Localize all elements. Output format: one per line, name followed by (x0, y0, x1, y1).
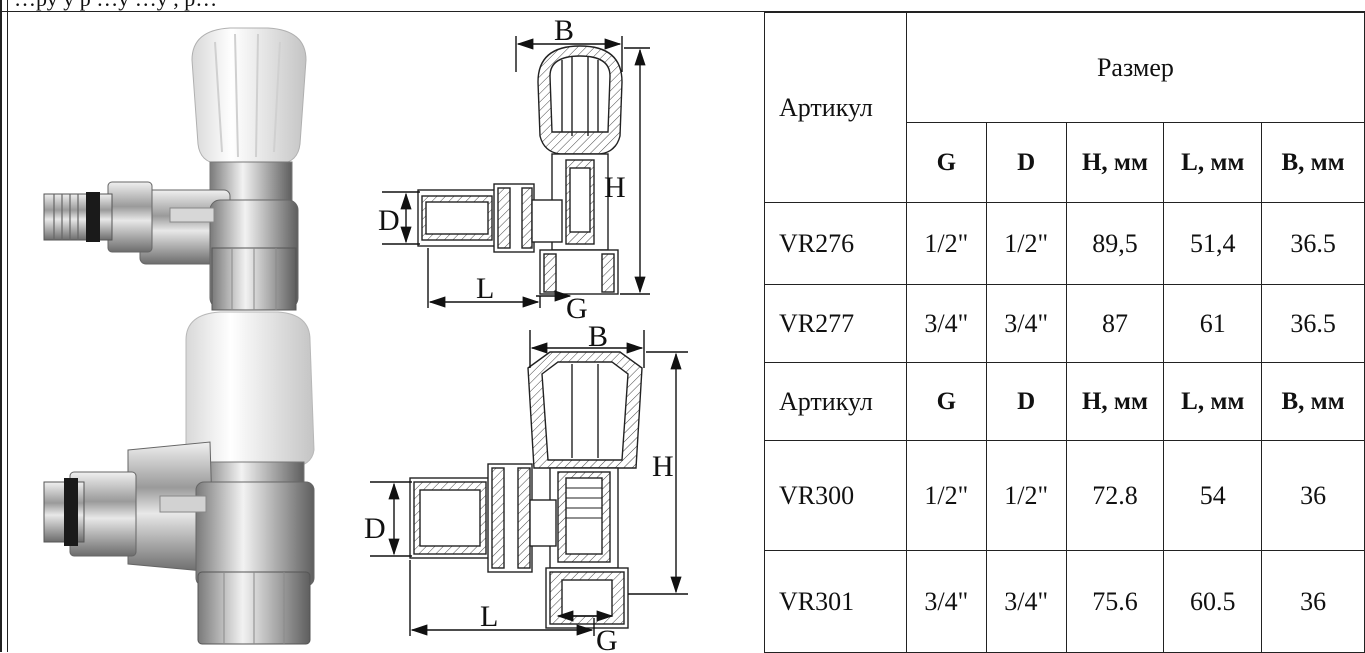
h-cell: 89,5 (1065, 202, 1165, 285)
b-cell: 36.5 (1261, 284, 1365, 363)
d-cell: 3/4" (985, 284, 1067, 363)
h-cell: 87 (1065, 284, 1165, 363)
specs-table: Артикул Размер G D H, мм L, мм B, мм VR2… (764, 12, 1365, 653)
l-cell: 51,4 (1163, 202, 1263, 285)
col-header-h: H, мм (1065, 122, 1165, 203)
l-cell: 60.5 (1163, 550, 1263, 653)
valve-drawing-1 (417, 45, 623, 295)
size-header: Размер (905, 12, 1365, 123)
article-cell: VR300 (764, 440, 907, 551)
drawing-2-label-g: G (596, 624, 618, 652)
valve-photo-1 (43, 27, 307, 311)
col-header-d: D (985, 122, 1067, 203)
valve-drawing-2 (409, 351, 643, 629)
col-header-l: L, мм (1163, 122, 1263, 203)
col-header-g-2: G (905, 362, 987, 441)
left-frame-border (0, 0, 8, 652)
article-cell: VR301 (764, 550, 907, 653)
top-rule: …ру у р …у …у , р… (0, 0, 1365, 12)
table-group2-header-row: Артикул G D H, мм L, мм B, мм (764, 362, 1365, 441)
drawing-1-label-g: G (566, 292, 588, 325)
l-cell: 61 (1163, 284, 1263, 363)
b-cell: 36.5 (1261, 202, 1365, 285)
col-header-h-2: H, мм (1065, 362, 1165, 441)
col-header-b-2: B, мм (1261, 362, 1365, 441)
drawing-1-label-d: D (378, 204, 400, 237)
article-header-2: Артикул (764, 362, 907, 441)
drawing-1-label-b: B (554, 14, 574, 47)
d-cell: 1/2" (985, 440, 1067, 551)
b-cell: 36 (1261, 440, 1365, 551)
article-cell: VR276 (764, 202, 907, 285)
top-caption: …ру у р …у …у , р… (14, 0, 217, 12)
d-cell: 1/2" (985, 202, 1067, 285)
l-cell: 54 (1163, 440, 1263, 551)
h-cell: 72.8 (1065, 440, 1165, 551)
col-header-d-2: D (985, 362, 1067, 441)
table-row: VR277 3/4" 3/4" 87 61 36.5 (764, 284, 1365, 363)
col-header-g: G (905, 122, 987, 203)
table-row: VR301 3/4" 3/4" 75.6 60.5 36 (764, 550, 1365, 653)
drawing-2-label-h: H (652, 450, 674, 483)
b-cell: 36 (1261, 550, 1365, 653)
g-cell: 1/2" (905, 202, 987, 285)
drawing-1-label-l: L (476, 272, 494, 305)
valve-figures: B H D L G (43, 14, 688, 652)
table-row: VR300 1/2" 1/2" 72.8 54 36 (764, 440, 1365, 551)
g-cell: 3/4" (905, 550, 987, 653)
article-cell: VR277 (764, 284, 907, 363)
h-cell: 75.6 (1065, 550, 1165, 653)
table-row: VR276 1/2" 1/2" 89,5 51,4 36.5 (764, 202, 1365, 285)
col-header-b: B, мм (1261, 122, 1365, 203)
table-header-row: Артикул Размер (764, 12, 1365, 203)
g-cell: 3/4" (905, 284, 987, 363)
article-header: Артикул (764, 12, 907, 203)
drawing-2-label-b: B (588, 320, 608, 353)
col-header-l-2: L, мм (1163, 362, 1263, 441)
drawing-2-dimensions (370, 330, 688, 636)
drawing-1-label-h: H (604, 171, 626, 204)
drawing-2-label-d: D (364, 512, 386, 545)
g-cell: 1/2" (905, 440, 987, 551)
d-cell: 3/4" (985, 550, 1067, 653)
valve-photo-2 (43, 311, 315, 645)
drawing-1-dimensions (382, 36, 650, 308)
table-subheader-row: G D H, мм L, мм B, мм (765, 122, 1365, 203)
drawing-2-label-l: L (480, 600, 498, 633)
